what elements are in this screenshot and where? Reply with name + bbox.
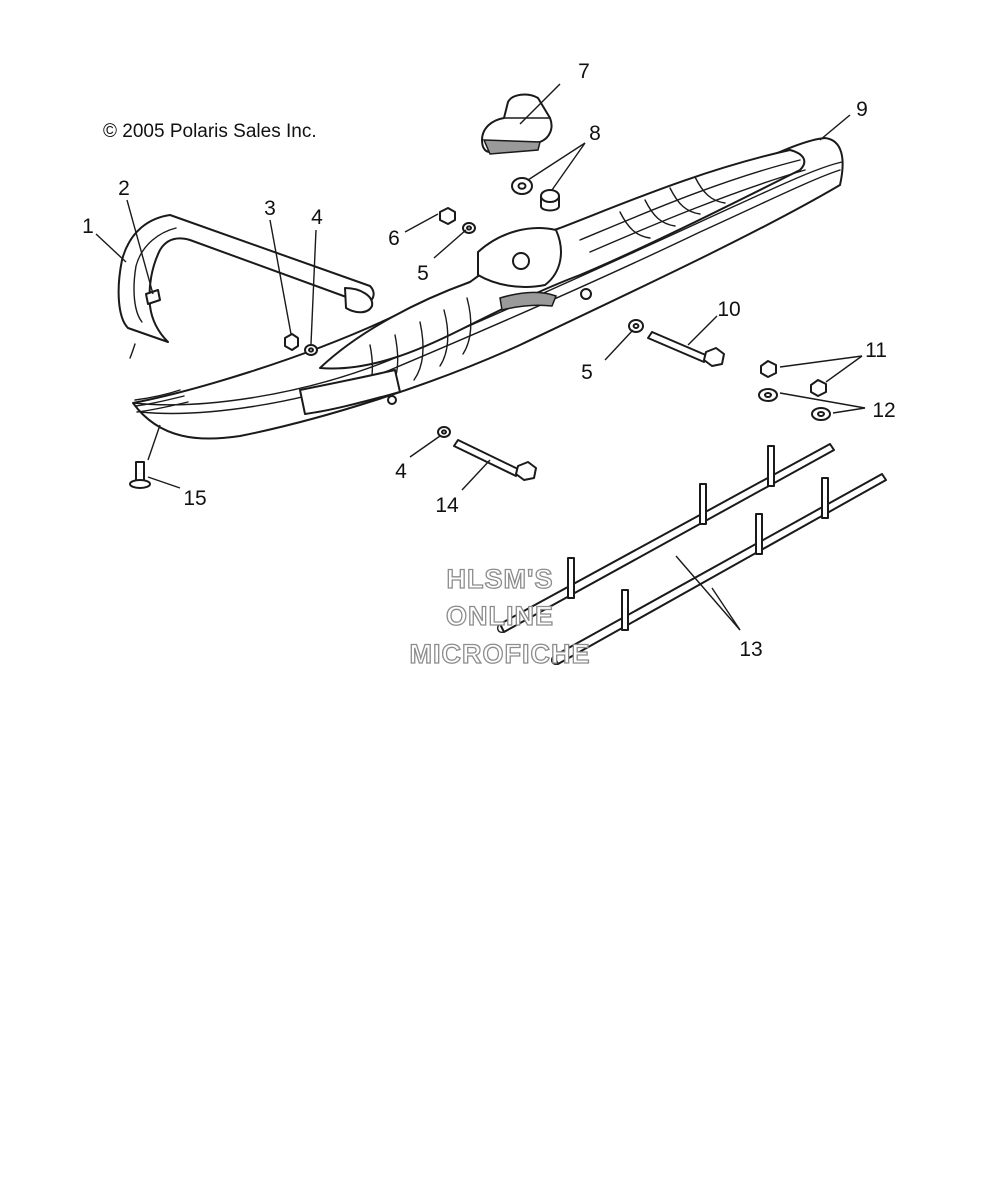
bushing-icon	[511, 177, 533, 195]
bolt-icon	[647, 331, 725, 367]
carbide-runner-icon	[550, 473, 887, 666]
copyright-notice: © 2005 Polaris Sales Inc.	[103, 121, 317, 142]
callout-11: 11	[865, 339, 887, 362]
ski-body-icon	[132, 137, 844, 440]
callout-14: 14	[435, 494, 459, 517]
watermark: HLSM'S ONLINE MICROFICHE	[409, 563, 591, 669]
callout-5b: 5	[581, 361, 593, 384]
washer-icon	[304, 344, 318, 356]
callout-2: 2	[118, 177, 130, 200]
callout-7: 7	[578, 60, 590, 83]
callout-8: 8	[589, 122, 601, 145]
callout-3: 3	[264, 197, 276, 220]
callout-13: 13	[739, 638, 762, 661]
bolt-icon	[453, 439, 537, 481]
leader-lines	[95, 83, 866, 631]
rivet-icon	[129, 461, 151, 489]
callout-4a: 4	[311, 206, 323, 229]
washer-icon	[811, 407, 831, 421]
nut-icon	[439, 207, 456, 225]
callout-6: 6	[388, 227, 400, 250]
nut-icon	[760, 360, 777, 378]
watermark-line-3: MICROFICHE	[410, 639, 591, 669]
ski-handle-loop-icon	[117, 214, 375, 359]
callout-12: 12	[872, 399, 895, 422]
watermark-line-1: HLSM'S	[447, 564, 554, 594]
callout-15: 15	[183, 487, 206, 510]
callout-4b: 4	[395, 460, 407, 483]
nut-icon	[284, 333, 299, 351]
callout-numbers: 1 2 3 4 4 5 5 6 7 8 9 10 11 12 13 14 15	[82, 60, 896, 661]
carbide-runner-icon	[496, 443, 835, 634]
watermark-line-2: ONLINE	[446, 601, 554, 631]
callout-9: 9	[856, 98, 868, 121]
washer-icon	[437, 426, 451, 438]
nut-icon	[810, 379, 827, 397]
bushing-icon	[540, 189, 560, 212]
callout-5a: 5	[417, 262, 429, 285]
rivet-icon	[145, 289, 161, 305]
callout-10: 10	[717, 298, 740, 321]
washer-icon	[628, 319, 644, 333]
washer-icon	[758, 388, 778, 402]
callout-1: 1	[82, 215, 94, 238]
